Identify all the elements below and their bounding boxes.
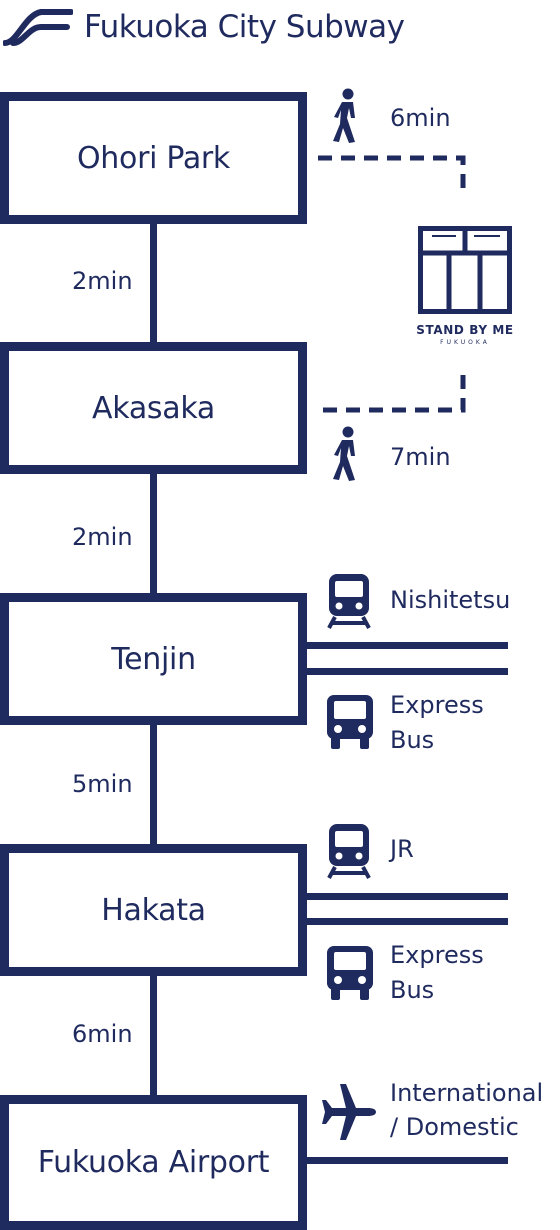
page-title: Fukuoka City Subway [84, 9, 405, 45]
rail-line [307, 1157, 508, 1164]
rail-line [307, 642, 508, 649]
connection-label: Bus [390, 726, 435, 754]
route-line [150, 470, 157, 598]
connection-label: Express [390, 941, 484, 969]
travel-time: 6min [72, 1020, 133, 1048]
connection-label: International [390, 1079, 544, 1107]
station-ohori-park: Ohori Park [0, 92, 307, 224]
walking-route [318, 155, 466, 413]
subway-logo-icon [2, 7, 74, 47]
route-line [150, 972, 157, 1100]
station-name: Tenjin [111, 641, 196, 677]
hotel-name: STAND BY ME [416, 323, 514, 337]
train-icon [327, 822, 371, 879]
travel-time: 2min [72, 267, 133, 295]
bus-icon [325, 944, 375, 1001]
connection-label: Express [390, 691, 484, 719]
travel-time: 5min [72, 770, 133, 798]
connection-label: JR [390, 835, 414, 863]
bus-icon [325, 693, 375, 750]
train-icon [327, 572, 371, 629]
station-name: Ohori Park [76, 140, 231, 176]
walking-person-icon [331, 426, 363, 482]
header: Fukuoka City Subway [0, 0, 560, 56]
route-line [150, 218, 157, 346]
hotel-subtitle: FUKUOKA [440, 339, 490, 346]
walk-time: 7min [390, 443, 451, 471]
travel-time: 2min [72, 523, 133, 551]
rail-line [307, 893, 508, 900]
station-hakata: Hakata [0, 844, 307, 976]
connection-label: Nishitetsu [390, 586, 511, 614]
station-tenjin: Tenjin [0, 593, 307, 725]
rail-line [307, 918, 508, 925]
station-name: Akasaka [92, 390, 215, 426]
airplane-icon [318, 1082, 378, 1142]
connection-label: / Domestic [390, 1113, 519, 1141]
station-name: Hakata [101, 892, 206, 928]
hotel-logo-icon [418, 226, 512, 314]
rail-line [307, 668, 508, 675]
connection-label: Bus [390, 976, 435, 1004]
station-fukuoka-airport: Fukuoka Airport [0, 1095, 307, 1230]
station-name: Fukuoka Airport [37, 1145, 270, 1180]
walk-time: 6min [390, 104, 451, 132]
route-line [150, 720, 157, 848]
walking-person-icon [331, 88, 363, 144]
station-akasaka: Akasaka [0, 342, 307, 474]
